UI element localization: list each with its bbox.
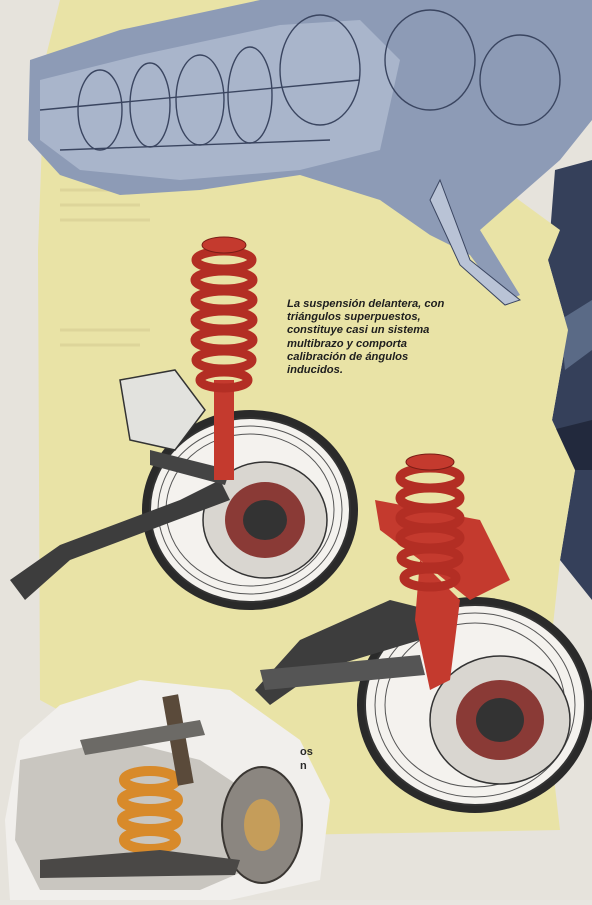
- partial-caption-fragment: os n: [300, 746, 313, 772]
- suspension-caption: La suspensión delantera, con triángulos …: [287, 298, 445, 377]
- right-suspension-illustration: [255, 453, 592, 813]
- gearbox-illustration: [28, 0, 592, 306]
- rear-suspension-cutout: [5, 680, 330, 900]
- left-suspension-illustration: [10, 236, 358, 610]
- torn-car-photo: [548, 160, 592, 600]
